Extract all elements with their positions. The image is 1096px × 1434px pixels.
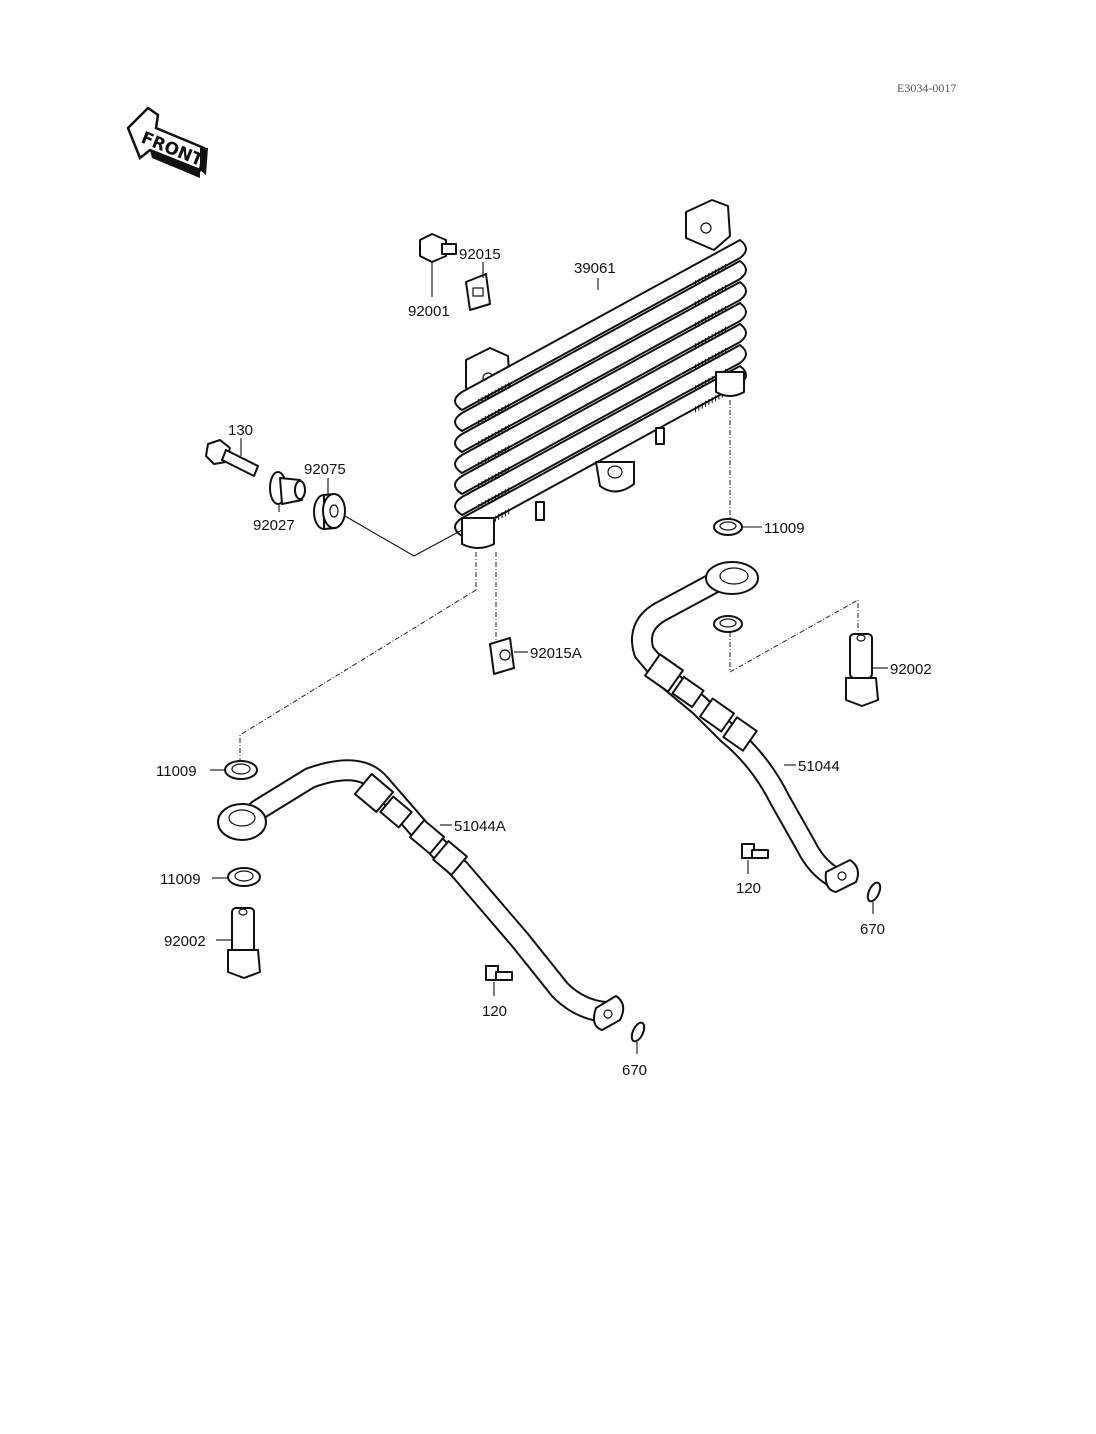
label-11009-left-lower: 11009 [160,871,201,888]
clip-92015a [489,637,515,675]
label-92075: 92075 [304,461,346,478]
label-92015a: 92015A [530,645,582,662]
banjo-bolt-92002-right [845,633,879,707]
label-11009-left-upper: 11009 [156,763,197,780]
oring-670-right [866,881,882,903]
reference-code: E3034-0017 [897,81,956,95]
cooler-tube [454,344,747,516]
washer-11009-left-lower [227,867,261,887]
collar-92027 [269,471,306,505]
oil-cooler [454,199,747,549]
clip-92015 [465,273,491,311]
label-51044a: 51044A [454,818,506,835]
bolt-120-right [741,843,769,859]
cooler-tube [454,302,747,474]
label-130: 130 [228,422,253,439]
grommet-92075 [313,493,346,530]
label-120-right: 120 [736,880,761,897]
oil-pipe-51044 [631,561,859,893]
oil-pipe-51044a [217,759,625,1031]
label-670-left: 670 [622,1062,647,1079]
banjo-bolt-92002-left [227,907,261,979]
label-39061: 39061 [574,260,616,277]
label-92027: 92027 [253,517,295,534]
label-670-right: 670 [860,921,885,938]
washer-pipe-right [713,615,743,633]
front-arrow-icon: FRONT [126,106,208,178]
label-51044: 51044 [798,758,840,775]
label-120-left: 120 [482,1003,507,1020]
bolt-130 [205,439,259,477]
bolt-120-left [485,965,513,981]
cooler-tube [454,239,747,411]
washer-11009-left-upper [224,760,258,780]
label-92015: 92015 [459,246,501,263]
cooler-tube [454,281,747,453]
washer-11009-right [713,518,743,536]
cooler-tube [454,260,747,432]
oring-670-left [630,1021,646,1043]
label-92001: 92001 [408,303,450,320]
label-92002-left: 92002 [164,933,206,950]
label-11009-right: 11009 [764,520,805,537]
bolt-92001 [419,233,457,263]
cooler-tube [454,323,747,495]
label-92002-right: 92002 [890,661,932,678]
